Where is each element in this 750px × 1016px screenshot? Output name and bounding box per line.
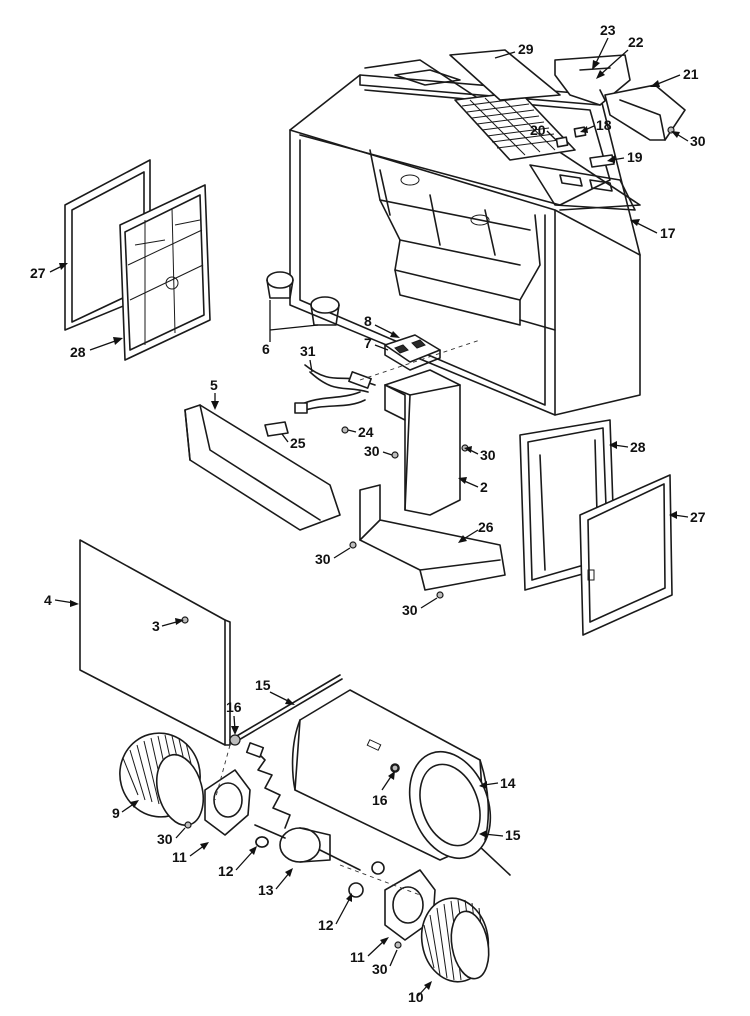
- part-19: [589, 154, 615, 168]
- callout-16-mid: 16: [372, 792, 388, 808]
- callout-7: 7: [364, 335, 372, 351]
- callout-30-top: 30: [690, 133, 706, 149]
- callout-14: 14: [500, 775, 516, 791]
- callout-19: 19: [627, 149, 643, 165]
- callout-11-right: 11: [350, 949, 365, 965]
- part-10-wheel: [420, 897, 490, 983]
- part-28-left: [119, 184, 211, 361]
- part-15-rod-top: [229, 674, 341, 741]
- callout-30-mid-right: 30: [480, 447, 496, 463]
- callout-25: 25: [290, 435, 306, 451]
- part-16-nut-b: [391, 764, 399, 772]
- callout-15-right: 15: [505, 827, 521, 843]
- part-29: [449, 49, 561, 101]
- callout-29: 29: [518, 41, 534, 57]
- part-16-nut-a: [229, 734, 241, 746]
- part-30-screw-f: [184, 821, 192, 829]
- callout-6: 6: [262, 341, 270, 357]
- part-7-switch: [384, 334, 441, 371]
- callout-30-wheel-left: 30: [157, 831, 173, 847]
- part-4-plate: [79, 539, 226, 746]
- callout-8: 8: [364, 313, 372, 329]
- callout-21: 21: [683, 66, 699, 82]
- part-12-grommet-b: [348, 882, 364, 898]
- part-11-plate-right: [384, 869, 436, 941]
- left-filter-set: [64, 159, 211, 361]
- callout-27-left: 27: [30, 265, 46, 281]
- callout-30-mid-left: 30: [364, 443, 380, 459]
- part-31-wiring: [294, 364, 376, 414]
- part-20: [555, 136, 569, 148]
- callout-9: 9: [112, 805, 120, 821]
- callout-28-right: 28: [630, 439, 646, 455]
- callout-16-top: 16: [226, 699, 242, 715]
- callout-30-bracket: 30: [315, 551, 331, 567]
- callout-31: 31: [300, 343, 316, 359]
- callout-22: 22: [628, 34, 644, 50]
- callout-11-left: 11: [172, 849, 187, 865]
- callout-27-right: 27: [690, 509, 706, 525]
- callout-23: 23: [600, 22, 616, 38]
- callout-3: 3: [152, 618, 160, 634]
- part-30-screw-e: [436, 591, 444, 599]
- callout-26: 26: [478, 519, 494, 535]
- callouts: 23 22 29 21 20 18 30 19 17 27 28 6: [30, 22, 706, 1005]
- part-11-plate-left: [204, 769, 251, 836]
- part-24-screw: [341, 426, 349, 434]
- callout-28-left: 28: [70, 344, 86, 360]
- part-6-sockets: [266, 271, 340, 326]
- part-2-duct: [384, 369, 461, 516]
- right-filter-set: [519, 419, 673, 636]
- part-30-screw-c: [391, 451, 399, 459]
- callout-30-wheel-right: 30: [372, 961, 388, 977]
- callout-20: 20: [530, 122, 546, 138]
- callout-17: 17: [660, 225, 676, 241]
- part-5-panel: [184, 404, 341, 531]
- callout-13: 13: [258, 882, 274, 898]
- callout-15-top: 15: [255, 677, 271, 693]
- callout-5: 5: [210, 377, 218, 393]
- part-26-bracket: [359, 484, 506, 591]
- callout-2: 2: [480, 479, 488, 495]
- callout-24: 24: [358, 424, 374, 440]
- part-12-grommet-a: [255, 836, 269, 848]
- part-13-motor: [245, 742, 385, 875]
- callout-30-bottom: 30: [402, 602, 418, 618]
- callout-4: 4: [44, 592, 52, 608]
- part-30-screw-g: [394, 941, 402, 949]
- callout-18: 18: [596, 117, 612, 133]
- part-30-screw-d: [349, 541, 357, 549]
- hood-housing: [289, 59, 641, 416]
- callout-10: 10: [408, 989, 424, 1005]
- part-9-wheel: [119, 732, 205, 827]
- callout-12-left: 12: [218, 863, 234, 879]
- part-14-housing: [291, 689, 492, 861]
- part-22-23: [554, 54, 631, 106]
- part-25: [264, 421, 289, 437]
- callout-12-right: 12: [318, 917, 334, 933]
